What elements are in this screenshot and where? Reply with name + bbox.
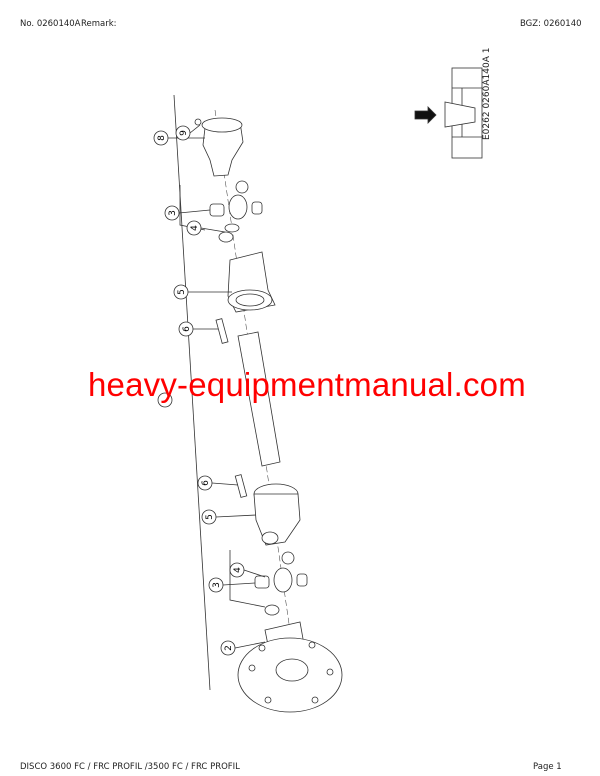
- flange-yoke: [237, 621, 343, 713]
- callout-number: 6: [201, 480, 211, 486]
- shaft-tube: [237, 331, 281, 467]
- callout-number: 9: [179, 130, 189, 136]
- callout-number: 8: [157, 135, 167, 141]
- callout-8: 8: [153, 130, 169, 146]
- callout-5: 5: [173, 284, 189, 300]
- callout-2: 2: [220, 640, 236, 656]
- model-footer: DISCO 3600 FC / FRC PROFIL /3500 FC / FR…: [20, 762, 240, 772]
- callout-4: 4: [229, 562, 245, 578]
- callout-6: 6: [197, 475, 213, 491]
- callout-number: 4: [190, 225, 200, 231]
- remark-label: Remark:: [81, 19, 117, 29]
- callout-number: 4: [233, 567, 243, 573]
- callout-number: 2: [224, 645, 234, 651]
- callout-3: 3: [208, 577, 224, 593]
- page-number: Page 1: [533, 762, 562, 772]
- cross-bottom: [254, 551, 308, 616]
- yoke-lower-tube: [234, 474, 301, 546]
- arrow-icon: [414, 106, 437, 124]
- inset-view: [414, 67, 483, 159]
- bgz-number: BGZ: 0260140: [520, 19, 582, 29]
- watermark: heavy-equipmentmanual.com: [88, 366, 526, 403]
- callout-3: 3: [164, 205, 180, 221]
- callout-number: 5: [205, 514, 215, 520]
- callout-number: 3: [168, 210, 178, 216]
- callout-9: 9: [175, 125, 191, 141]
- callout-number: 3: [212, 582, 222, 588]
- callout-number: 5: [177, 289, 187, 295]
- yoke-top: [194, 117, 244, 177]
- callout-6: 6: [178, 321, 194, 337]
- yoke-upper-tube: [215, 251, 276, 344]
- drawing-code: E0262 0260A140A 1: [482, 47, 492, 140]
- callout-4: 4: [186, 220, 202, 236]
- callout-hidden: [157, 392, 173, 408]
- cross-top: [209, 180, 263, 243]
- callout-5: 5: [201, 509, 217, 525]
- callout-number: 6: [182, 326, 192, 332]
- document-number: No. 0260140A: [20, 19, 81, 29]
